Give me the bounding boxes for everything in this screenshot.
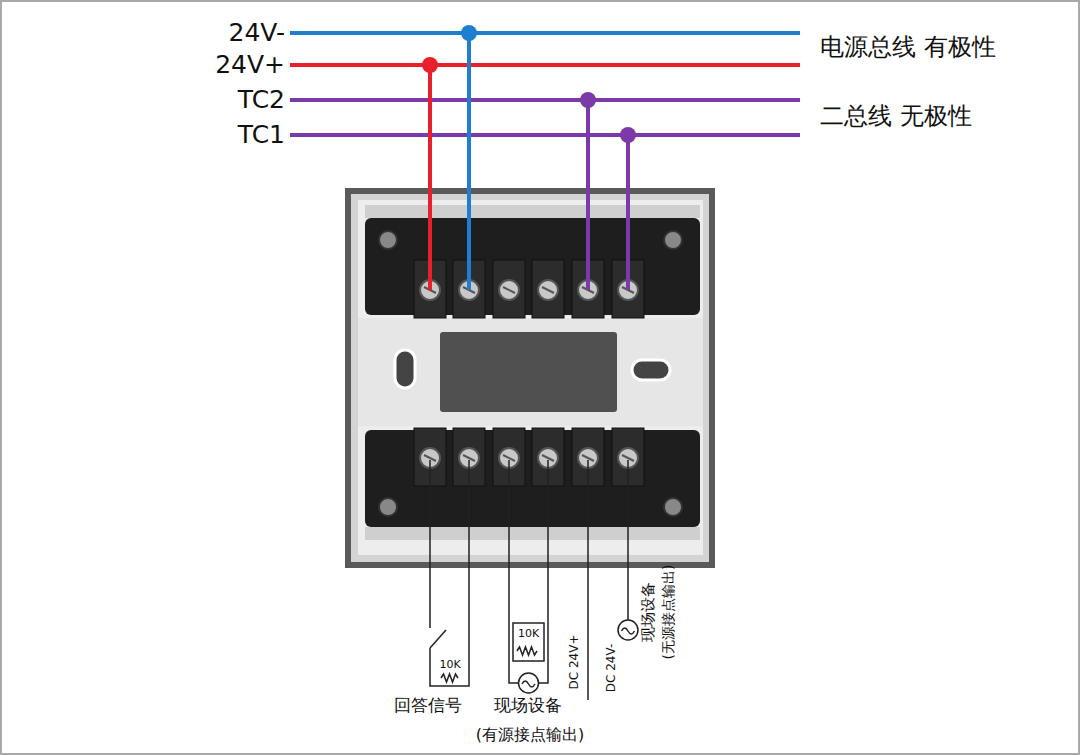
junction-dot [422, 57, 438, 73]
terminal-cell [532, 260, 564, 318]
mount-hole [632, 360, 670, 380]
screw-slot [542, 287, 554, 293]
mount-hole [395, 350, 415, 388]
junction-dot [461, 25, 477, 41]
device-symbol [618, 620, 638, 640]
bus-label: 24V+ [215, 51, 285, 80]
bus-line [290, 31, 800, 35]
bus-label: 24V- [229, 19, 285, 48]
module-face [351, 194, 709, 562]
dc-wire [627, 460, 629, 620]
bus-line [290, 133, 800, 137]
terminal-cell [493, 260, 525, 318]
source-symbol [522, 681, 535, 687]
corner-screw [379, 498, 397, 516]
drop-wire [586, 100, 590, 290]
bus-line [290, 63, 800, 67]
drop-wire [428, 65, 432, 290]
device-symbol [622, 628, 635, 634]
corner-screw [379, 231, 397, 249]
junction-dot [620, 127, 636, 143]
field-wiring [430, 460, 638, 700]
resistor-box [513, 623, 544, 661]
switch-symbol [430, 630, 446, 648]
device-label: 现场设备 [494, 696, 562, 716]
drop-wire [467, 33, 471, 290]
device-label: (无源接点输出) [660, 565, 676, 660]
bus-label: TC1 [238, 121, 285, 150]
bus-note: 电源总线 有极性 [820, 34, 996, 62]
resistor-value: 10K [518, 628, 539, 641]
terminal-strip [365, 205, 700, 218]
terminal-label: DC 24V- [605, 644, 619, 693]
resistor-value: 10K [439, 659, 460, 672]
module-middle [358, 318, 703, 426]
source-symbol [519, 673, 539, 693]
terminal-strip [365, 527, 700, 540]
bus-line [290, 98, 800, 102]
screw-slot [503, 287, 515, 293]
dc-wire [587, 460, 589, 700]
corner-screw [664, 231, 682, 249]
bus-label: TC2 [238, 86, 285, 115]
terminal-screw [538, 280, 558, 300]
device-label: (有源接点输出) [476, 726, 584, 744]
bus-note: 二总线 无极性 [820, 103, 972, 131]
device-loop [509, 460, 548, 683]
corner-screw [664, 498, 682, 516]
resistor-symbol [517, 647, 537, 655]
resistor-symbol [441, 674, 458, 682]
device-label: 现场设备 [640, 582, 657, 642]
module-housing [345, 188, 715, 568]
display-window [440, 332, 617, 412]
terminal-screw [499, 280, 519, 300]
feedback-loop [430, 460, 469, 686]
terminal-label: DC 24V+ [568, 635, 582, 690]
device-label: 回答信号 [394, 696, 462, 716]
drop-wire [626, 135, 630, 290]
module-plate [358, 200, 703, 555]
junction-dot [580, 92, 596, 108]
